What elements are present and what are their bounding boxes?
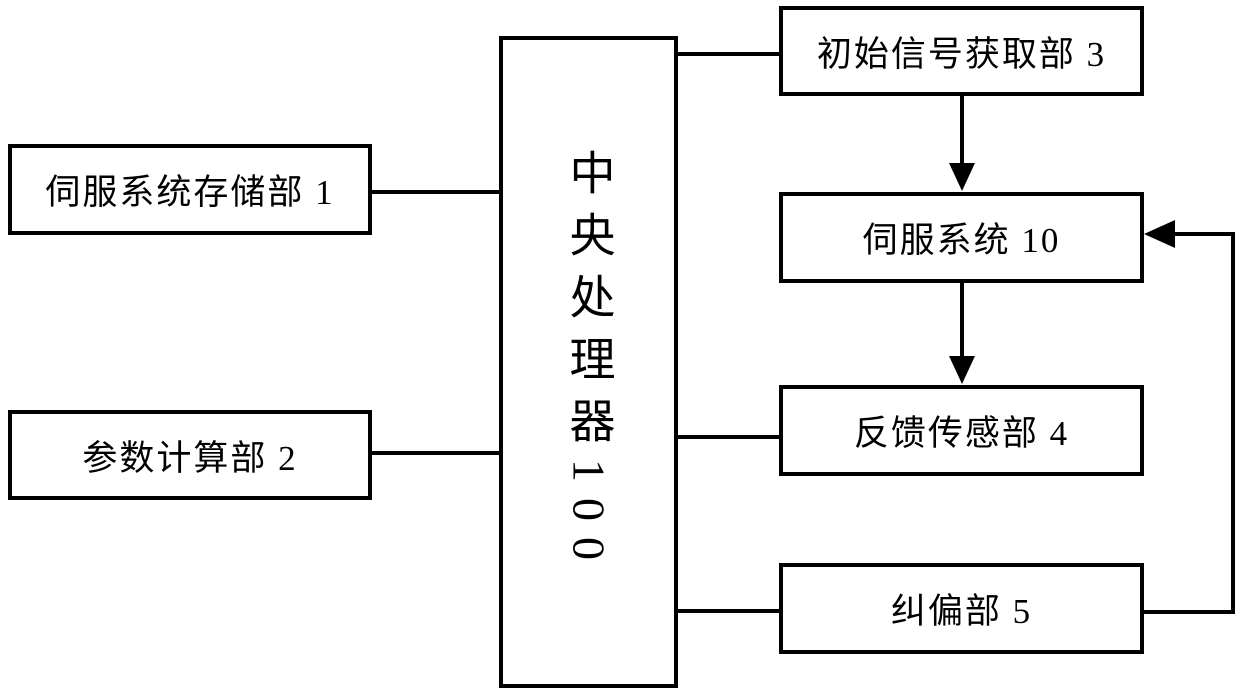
node-central-processor: 中央处理器100 bbox=[499, 36, 678, 688]
node-feedback-sensor: 反馈传感部 4 bbox=[779, 385, 1144, 476]
node-servo-system-storage-label: 伺服系统存储部 1 bbox=[45, 173, 335, 212]
node-servo-system-label: 伺服系统 10 bbox=[862, 221, 1061, 260]
node-servo-system: 伺服系统 10 bbox=[779, 192, 1144, 283]
arrow-initial-to-servo bbox=[949, 94, 975, 191]
node-deviation-correction: 纠偏部 5 bbox=[779, 563, 1144, 654]
node-parameter-calculation: 参数计算部 2 bbox=[8, 410, 372, 500]
node-servo-system-storage: 伺服系统存储部 1 bbox=[8, 144, 372, 235]
node-parameter-calculation-label: 参数计算部 2 bbox=[82, 438, 298, 478]
node-deviation-correction-label: 纠偏部 5 bbox=[890, 592, 1033, 631]
node-initial-signal-acquisition: 初始信号获取部 3 bbox=[779, 6, 1144, 96]
node-initial-signal-acquisition-label: 初始信号获取部 3 bbox=[816, 34, 1107, 74]
node-central-processor-label: 中央处理器100 bbox=[563, 148, 615, 576]
node-feedback-sensor-label: 反馈传感部 4 bbox=[853, 414, 1070, 453]
arrow-servo-to-feedback bbox=[949, 281, 975, 384]
arrow-correction-to-servo bbox=[1141, 220, 1235, 614]
